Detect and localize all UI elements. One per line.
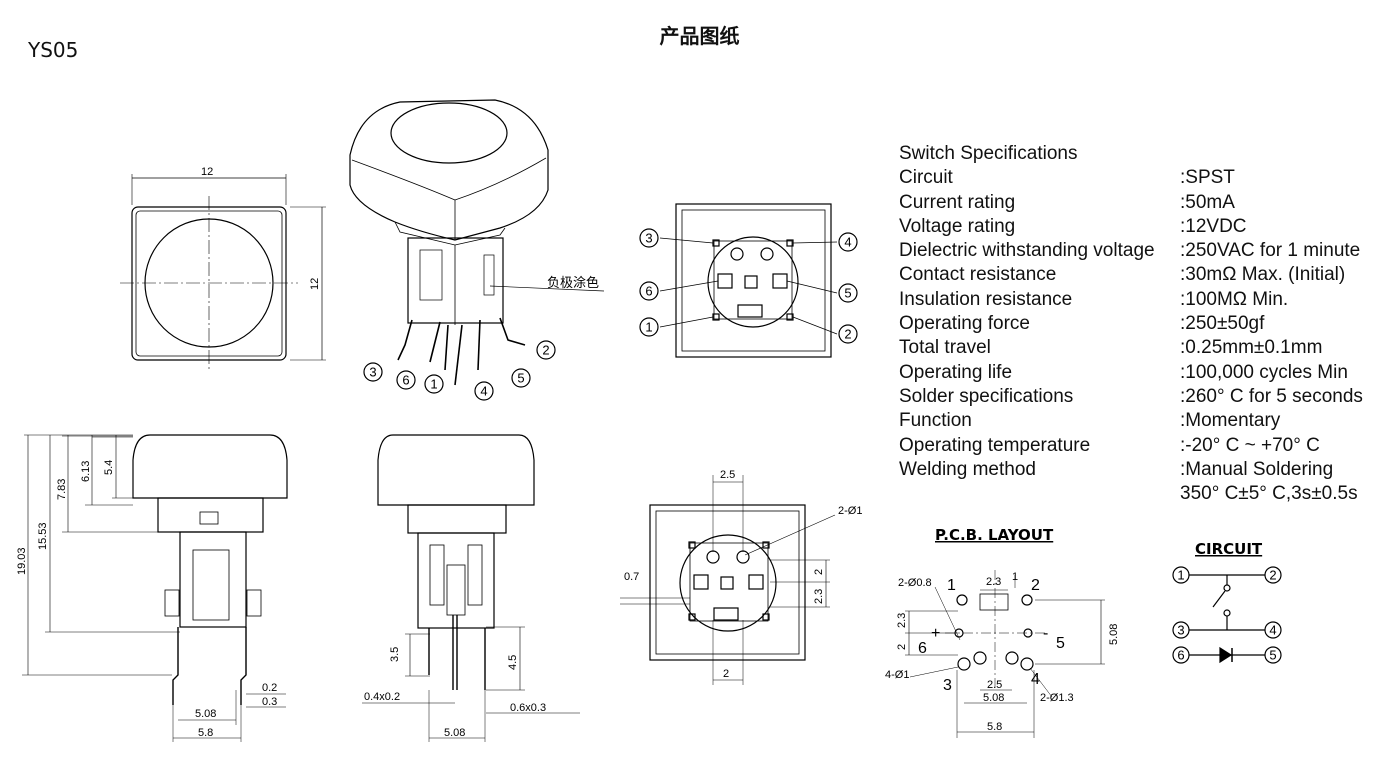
side-view-front bbox=[22, 434, 288, 742]
dim-h4: 6.13 bbox=[80, 461, 92, 482]
bv-pin-6: 6 bbox=[645, 284, 652, 299]
dim-s35: 3.5 bbox=[389, 647, 401, 662]
dim-h2: 15.53 bbox=[37, 522, 49, 550]
page-title: 产品图纸 bbox=[659, 24, 740, 48]
bv-pin-1: 1 bbox=[645, 320, 652, 335]
spec-row: Solder specifications:260° C for 5 secon… bbox=[899, 385, 1363, 407]
dim-pphi13: 2-Ø1.3 bbox=[1040, 692, 1074, 704]
bv-pin-2: 2 bbox=[844, 327, 851, 342]
dim-top-height: 12 bbox=[309, 278, 321, 290]
dim-h5: 5.4 bbox=[103, 460, 115, 475]
spec-row: Voltage rating:12VDC bbox=[899, 215, 1247, 237]
dim-b2b: 2 bbox=[723, 668, 729, 680]
iso-pin-4: 4 bbox=[480, 384, 487, 399]
dim-h3: 7.83 bbox=[56, 479, 68, 500]
pcb-pin-6: 6 bbox=[918, 640, 927, 657]
iso-pin-1: 1 bbox=[430, 377, 437, 392]
iso-pin-6: 6 bbox=[402, 373, 409, 388]
spec-row: Total travel:0.25mm±0.1mm bbox=[899, 337, 1323, 359]
isometric-view bbox=[349, 99, 605, 401]
dim-pin-c: 5.08 bbox=[195, 708, 216, 720]
side-view-side bbox=[362, 434, 580, 742]
spec-row: Welding method:Manual Soldering bbox=[899, 458, 1334, 480]
pcb-pin-1: 1 bbox=[947, 577, 956, 594]
model-label: YS05 bbox=[28, 38, 79, 62]
dim-b2: 2 bbox=[813, 569, 825, 575]
dim-bphi1: 2-Ø1 bbox=[838, 505, 862, 517]
switch-specifications: Switch Specifications Circuit:SPST Curre… bbox=[899, 142, 1363, 506]
cir-pin-1: 1 bbox=[1177, 568, 1184, 583]
dim-p508v: 5.08 bbox=[1108, 624, 1120, 645]
pcb-pin-3: 3 bbox=[943, 677, 952, 694]
cir-pin-6: 6 bbox=[1177, 648, 1184, 663]
dim-h1: 19.03 bbox=[16, 547, 28, 575]
dim-p2v: 2 bbox=[896, 644, 908, 650]
dim-p23v: 2.3 bbox=[896, 613, 908, 628]
spec-row: Operating temperature:-20° C ~ +70° C bbox=[899, 434, 1320, 456]
cathode-label: 负极涂色 bbox=[547, 275, 599, 291]
spec-row: Operating life:100,000 cycles Min bbox=[899, 361, 1348, 383]
circuit-diagram bbox=[1172, 566, 1282, 664]
spec-row: Operating force:250±50gf bbox=[899, 313, 1265, 335]
bv-pin-5: 5 bbox=[844, 286, 851, 301]
dim-s45: 4.5 bbox=[507, 655, 519, 670]
bv-pin-3: 3 bbox=[645, 231, 652, 246]
dim-pin-a: 0.2 bbox=[262, 682, 277, 694]
dim-pphi1: 4-Ø1 bbox=[885, 669, 909, 681]
dim-pin-d: 5.8 bbox=[198, 727, 213, 739]
spec-row: Insulation resistance:100MΩ Min. bbox=[899, 288, 1289, 310]
iso-pin-3: 3 bbox=[369, 365, 376, 380]
pcb-pin-2: 2 bbox=[1031, 577, 1040, 594]
bv-pin-4: 4 bbox=[844, 235, 851, 250]
spec-row: Current rating:50mA bbox=[899, 191, 1235, 213]
dim-pphi08: 2-Ø0.8 bbox=[898, 577, 932, 589]
cir-pin-2: 2 bbox=[1269, 568, 1276, 583]
dim-b25: 2.5 bbox=[720, 469, 735, 481]
spec-row: Contact resistance:30mΩ Max. (Initial) bbox=[899, 264, 1346, 286]
dim-p1: 1 bbox=[1012, 571, 1018, 583]
bottom-view bbox=[639, 203, 858, 358]
dim-s04: 0.4x0.2 bbox=[364, 691, 400, 703]
iso-pin-5: 5 bbox=[517, 371, 524, 386]
dim-b23: 2.3 bbox=[813, 589, 825, 604]
pcb-pin-5: 5 bbox=[1056, 635, 1065, 652]
dim-p508: 5.08 bbox=[983, 692, 1004, 704]
spec-row: Circuit:SPST bbox=[899, 167, 1235, 189]
pcb-pin-4: 4 bbox=[1031, 671, 1040, 688]
spec-row: Dielectric withstanding voltage:250VAC f… bbox=[899, 240, 1361, 262]
dim-b07: 0.7 bbox=[624, 571, 639, 583]
spec-row: Function:Momentary bbox=[899, 410, 1281, 432]
dim-p23: 2.3 bbox=[986, 576, 1001, 588]
dim-p25: 2.5 bbox=[987, 679, 1002, 691]
dim-s508: 5.08 bbox=[444, 727, 465, 739]
spec-row: 350° C±5° C,3s±0.5s bbox=[1180, 483, 1358, 505]
top-view bbox=[120, 174, 326, 372]
pcb-layout-title: P.C.B. LAYOUT bbox=[935, 526, 1054, 544]
dim-top-width: 12 bbox=[201, 166, 213, 178]
cir-pin-5: 5 bbox=[1269, 648, 1276, 663]
circuit-title: CIRCUIT bbox=[1195, 540, 1263, 558]
bottom-dimension-view bbox=[620, 475, 836, 685]
cir-pin-3: 3 bbox=[1177, 623, 1184, 638]
pcb-plus: + bbox=[931, 625, 940, 642]
dim-pin-b: 0.3 bbox=[262, 696, 277, 708]
iso-pin-2: 2 bbox=[542, 343, 549, 358]
cir-pin-4: 4 bbox=[1269, 623, 1276, 638]
dim-s06: 0.6x0.3 bbox=[510, 702, 546, 714]
dim-p58: 5.8 bbox=[987, 721, 1002, 733]
spec-heading: Switch Specifications bbox=[899, 143, 1078, 164]
pcb-minus: - bbox=[1043, 625, 1048, 642]
pcb-layout bbox=[905, 570, 1105, 738]
